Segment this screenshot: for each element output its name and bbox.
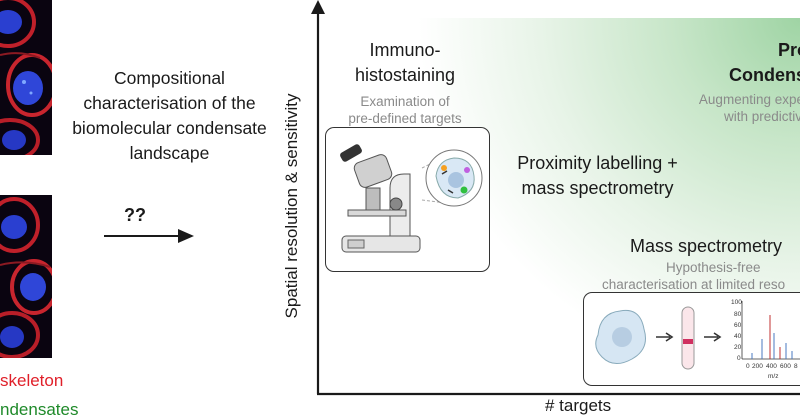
proximity-title-line1: Proximity labelling + <box>517 153 678 173</box>
legend-condensates: ndensates <box>0 400 79 419</box>
spectrum-ytick-0: 0 <box>737 355 741 362</box>
spectrum-xtick-600: 600 <box>780 363 791 370</box>
spectrum-xunit: m/z <box>768 373 778 380</box>
spectrum-xtick-400: 400 <box>766 363 777 370</box>
spectrum-ytick-60: 60 <box>734 322 742 329</box>
microscope-icon <box>340 144 483 253</box>
predictive-title-line1: Pro <box>777 40 800 60</box>
spectrum-ytick-40: 40 <box>734 333 742 340</box>
spectrum-ytick-100: 100 <box>731 299 742 306</box>
immuno-sub-line2: pre-defined targets <box>348 111 462 126</box>
spectrum-ytick-80: 80 <box>734 311 742 318</box>
predictive-label-group: Pro Condens Augmenting expe with predict… <box>650 38 800 125</box>
immuno-title-line2: histostaining <box>354 65 456 85</box>
masspec-title: Mass spectrometry <box>630 236 783 256</box>
legend-cytoskeleton: skeleton <box>0 371 64 390</box>
masspec-sub-line1: Hypothesis-free <box>666 260 761 275</box>
intro-text: Compositional characterisation of the bi… <box>72 68 267 163</box>
test-tube-icon <box>681 306 695 370</box>
proximity-label-group: Proximity labelling + mass spectrometry <box>495 151 700 201</box>
question-marks: ?? <box>124 205 146 225</box>
arrow-icon-2 <box>704 332 722 342</box>
immuno-label-group: Immuno- histostaining Examination of pre… <box>330 38 480 127</box>
masspec-panel: 100 80 60 40 20 0 0 200 400 600 8 m/z <box>583 292 800 386</box>
y-axis-label: Spatial resolution & sensitivity <box>282 93 301 319</box>
predictive-sub-line2: with predictiv <box>723 109 800 124</box>
predictive-sub-line1: Augmenting expe <box>698 92 800 107</box>
microscope-panel <box>325 127 490 272</box>
microscopy-image-bottom <box>0 195 52 358</box>
spectrum-xtick-200: 200 <box>752 363 763 370</box>
spectrum-plot: 100 80 60 40 20 0 0 200 400 600 8 m/z <box>731 299 800 380</box>
masspec-label-group: Mass spectrometry Hypothesis-free charac… <box>600 234 800 293</box>
immuno-sub-line1: Examination of <box>360 94 450 109</box>
spectrum-xtick-8: 8 <box>794 363 798 370</box>
arrow-icon-1 <box>656 332 674 342</box>
right-arrow-icon <box>104 229 194 243</box>
proximity-title-line2: mass spectrometry <box>521 178 674 198</box>
spectrum-ytick-20: 20 <box>734 344 742 351</box>
microscopy-image-top <box>0 0 52 155</box>
spectrum-xtick-0: 0 <box>746 363 750 370</box>
x-axis-label: # targets <box>545 396 612 415</box>
immuno-title-line1: Immuno- <box>369 40 441 60</box>
masspec-sub-line2: characterisation at limited reso <box>602 277 786 292</box>
plot-axes <box>311 0 800 396</box>
predictive-title-line2: Condens <box>728 65 800 85</box>
